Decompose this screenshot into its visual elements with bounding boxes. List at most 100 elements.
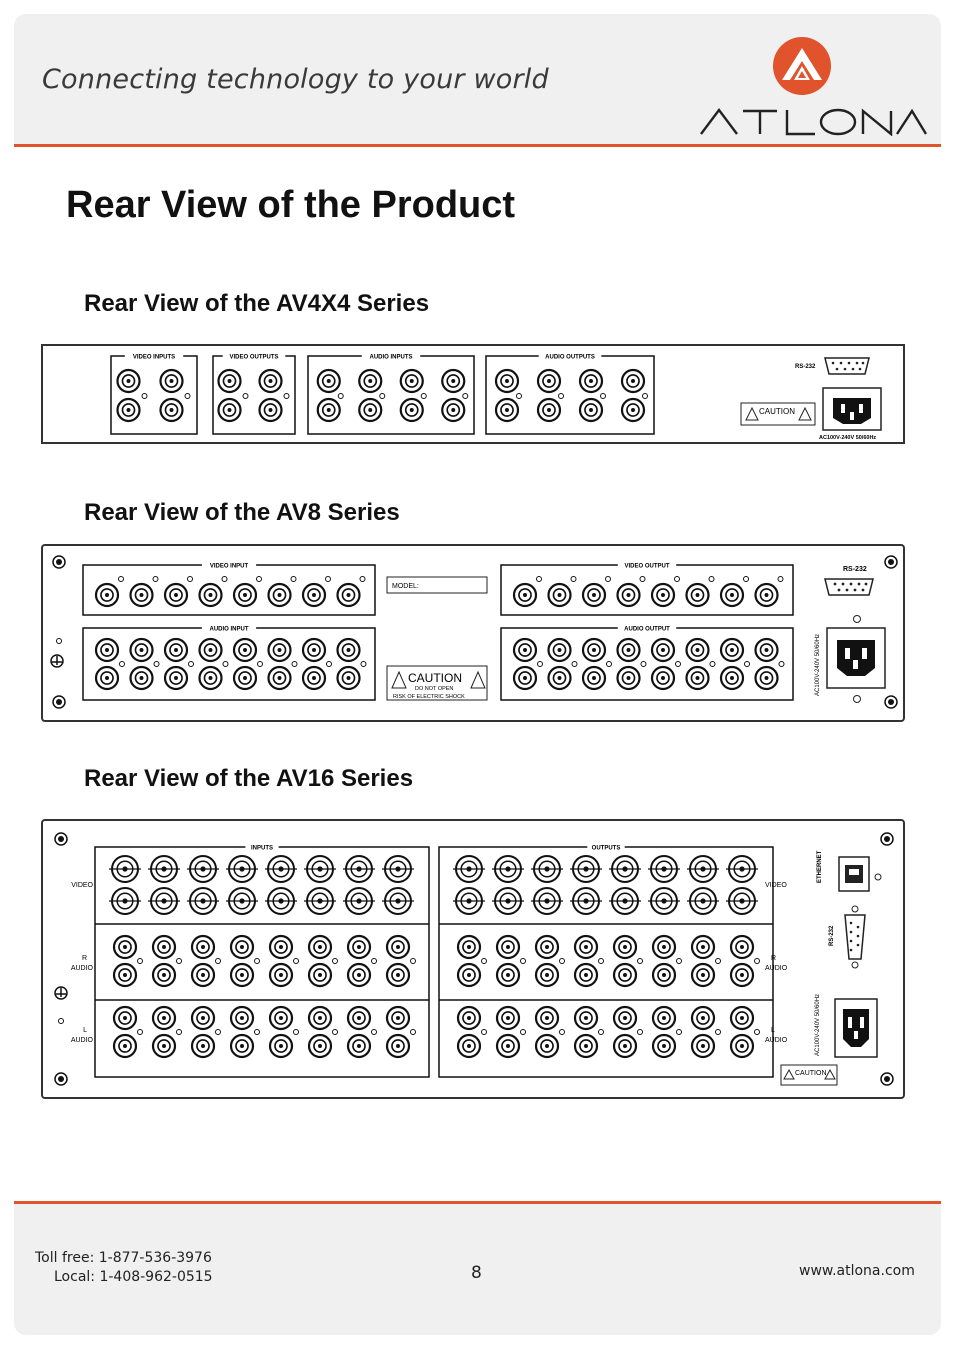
page-footer [14, 1204, 941, 1335]
svg-text:AUDIO INPUT: AUDIO INPUT [210, 627, 249, 633]
rca-jack-icon [650, 665, 676, 691]
rca-jack-icon [581, 637, 607, 663]
rca-jack-icon [190, 1033, 216, 1059]
rca-jack-icon [620, 368, 646, 394]
rca-jack-icon [232, 665, 258, 691]
rca-jack-icon [456, 934, 482, 960]
tagline: Connecting technology to your world [42, 64, 549, 95]
port-row-label: AUDIO [765, 1037, 788, 1044]
bnc-jack-icon [453, 855, 485, 883]
rca-jack-icon [616, 637, 641, 663]
bnc-jack-icon [109, 887, 141, 915]
rca-jack-icon [536, 397, 562, 423]
rca-jack-icon [190, 934, 216, 960]
rca-jack-icon [456, 1005, 482, 1031]
rca-jack-icon [163, 637, 189, 663]
screw-icon [884, 695, 898, 709]
rca-jack-icon [573, 1033, 599, 1059]
rca-jack-icon [129, 582, 154, 608]
rca-jack-icon [690, 962, 716, 988]
rca-jack-icon [729, 1033, 755, 1059]
rca-jack-icon [258, 397, 283, 423]
screw-icon [52, 555, 66, 569]
caution-label-icon: CAUTION [780, 1064, 838, 1086]
bnc-jack-icon [726, 887, 758, 915]
bnc-jack-icon [304, 855, 336, 883]
local-phone: Local: 1-408-962-0515 [54, 1269, 213, 1285]
rca-jack-icon [534, 934, 560, 960]
connector-group: VIDEO INPUT [82, 561, 376, 616]
screw-icon [880, 832, 894, 846]
rs232-label: RS-232 [843, 566, 867, 573]
connector-group: AUDIO OUTPUTS [485, 352, 655, 435]
bnc-jack-icon [187, 887, 219, 915]
svg-text:INPUTS: INPUTS [251, 846, 273, 852]
rs232-port-icon [824, 357, 870, 375]
rca-jack-icon [578, 368, 604, 394]
rca-jack-icon [651, 1033, 677, 1059]
rca-jack-icon [159, 397, 184, 423]
rca-jack-icon [385, 1033, 411, 1059]
rca-jack-icon [573, 934, 599, 960]
rca-jack-icon [690, 934, 716, 960]
bnc-jack-icon [382, 887, 414, 915]
rca-jack-icon [316, 368, 341, 394]
power-socket-icon [834, 998, 878, 1058]
bnc-jack-icon [382, 855, 414, 883]
rca-jack-icon [307, 1005, 333, 1031]
rca-jack-icon [494, 368, 520, 394]
caution-label-icon: CAUTION [740, 402, 816, 426]
section-title-av4x4: Rear View of the AV4X4 Series [84, 290, 430, 317]
rca-jack-icon [719, 637, 745, 663]
rca-jack-icon [151, 934, 177, 960]
port-row-label: AUDIO [71, 1037, 94, 1044]
website-link[interactable]: www.atlona.com [799, 1263, 915, 1279]
rca-jack-icon [685, 665, 710, 691]
bnc-jack-icon [187, 855, 219, 883]
port-row-label: R [771, 955, 776, 962]
header-divider [14, 144, 941, 147]
rca-jack-icon [399, 397, 424, 423]
atlona-wordmark [700, 108, 927, 136]
rca-jack-icon [116, 397, 141, 423]
rca-jack-icon [112, 962, 138, 988]
rca-jack-icon [612, 962, 638, 988]
port-row-label: R [82, 955, 87, 962]
rca-jack-icon [229, 934, 255, 960]
caution-label-icon: CAUTION DO NOT OPEN RISK OF ELECTRIC SHO… [386, 665, 488, 701]
page-header: Connecting technology to your world [14, 14, 941, 145]
rca-jack-icon [307, 962, 333, 988]
rca-jack-icon [268, 1005, 294, 1031]
rca-jack-icon [729, 934, 755, 960]
bnc-jack-icon [265, 887, 297, 915]
rca-jack-icon [512, 637, 538, 663]
bnc-jack-icon [648, 887, 680, 915]
bnc-jack-icon [648, 855, 680, 883]
screw-icon [54, 1072, 68, 1086]
rca-jack-icon [112, 1005, 138, 1031]
rca-jack-icon [232, 582, 258, 608]
bnc-jack-icon [226, 855, 258, 883]
rca-jack-icon [358, 397, 383, 423]
port-row-label: VIDEO [765, 882, 787, 889]
rca-jack-icon [94, 637, 120, 663]
rca-jack-icon [729, 962, 755, 988]
rca-jack-icon [307, 934, 333, 960]
rca-jack-icon [163, 665, 189, 691]
rca-jack-icon [94, 582, 120, 608]
rca-jack-icon [267, 665, 292, 691]
rca-jack-icon [336, 582, 361, 608]
bnc-jack-icon [531, 887, 563, 915]
power-label: AC100V-240V 50/60Hz [815, 994, 821, 1056]
screw-icon [54, 832, 68, 846]
bnc-jack-icon [492, 855, 524, 883]
bnc-jack-icon [726, 855, 758, 883]
rca-jack-icon [385, 934, 411, 960]
svg-text:OUTPUTS: OUTPUTS [592, 846, 621, 852]
svg-text:AUDIO INPUTS: AUDIO INPUTS [369, 355, 412, 361]
svg-text:RISK OF ELECTRIC SHOCK: RISK OF ELECTRIC SHOCK [393, 694, 465, 700]
rca-jack-icon [301, 637, 327, 663]
svg-text:AUDIO OUTPUTS: AUDIO OUTPUTS [545, 355, 595, 361]
